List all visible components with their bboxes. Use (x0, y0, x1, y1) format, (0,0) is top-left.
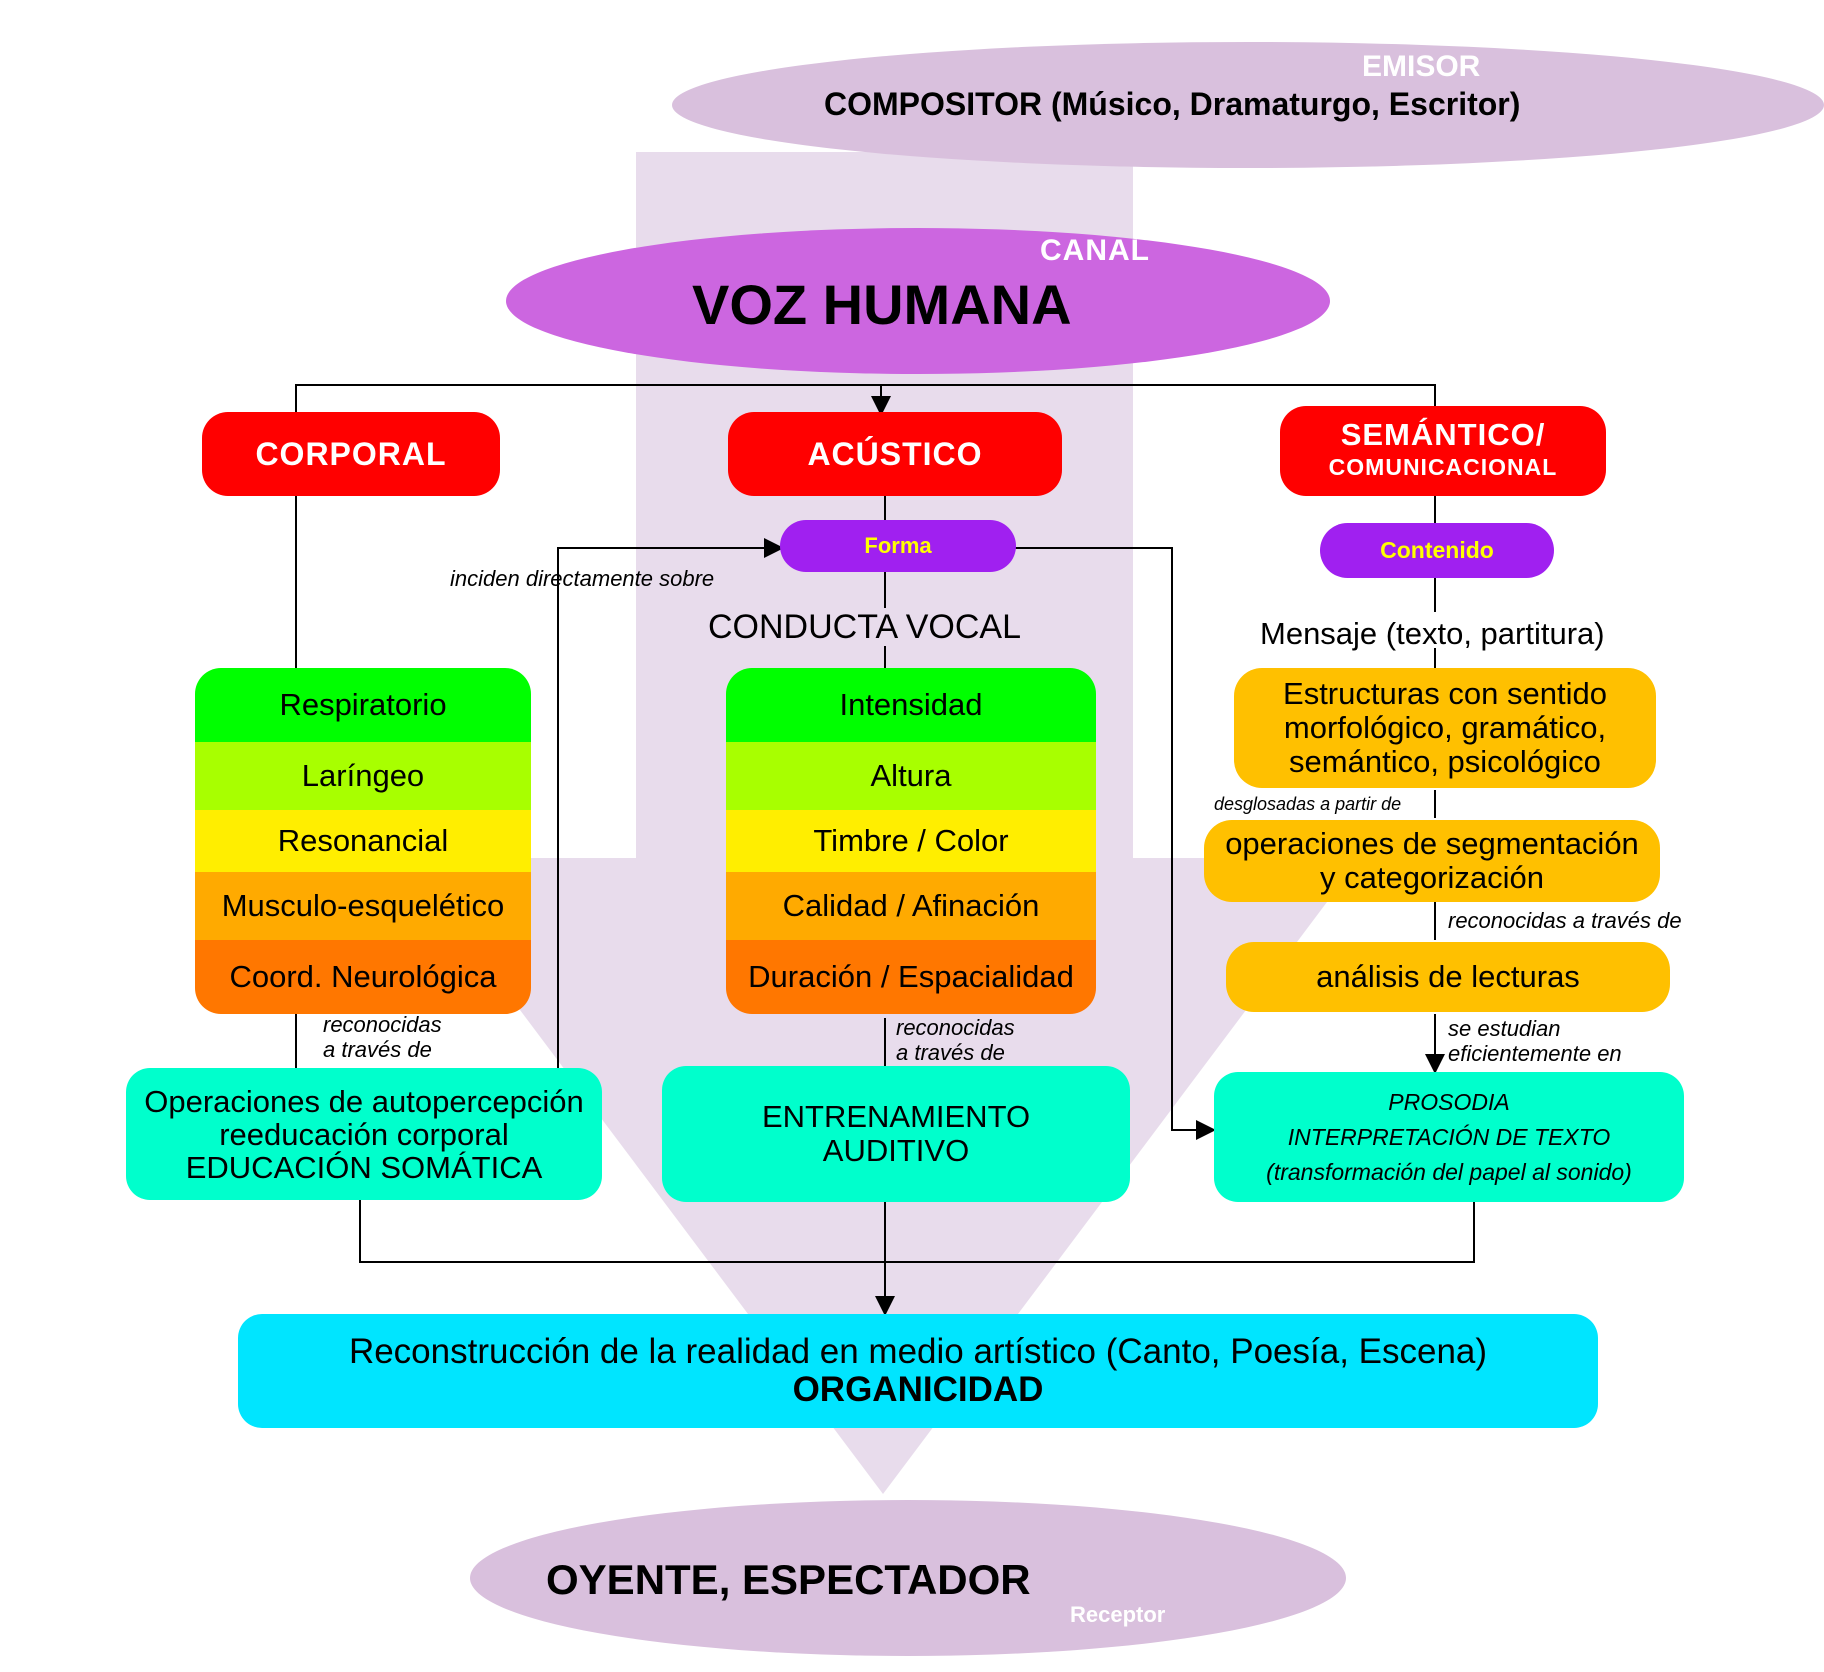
result-box: Reconstrucción de la realidad en medio a… (238, 1314, 1598, 1428)
conducta-vocal-label: CONDUCTA VOCAL (708, 608, 1021, 646)
reconocidas-right-note: reconocidas a través de (1448, 908, 1682, 933)
somatica-line: reeducación corporal (219, 1116, 509, 1152)
prosodia-line: PROSODIA (1388, 1088, 1510, 1115)
corporal-item: Resonancial (195, 810, 531, 872)
estructuras-line: Estructuras con sentido (1283, 676, 1607, 711)
semantico-header-line2: COMUNICACIONAL (1328, 454, 1558, 480)
analisis-box: análisis de lecturas (1226, 942, 1670, 1012)
prosodia-line: (transformación del papel al sonido) (1266, 1158, 1632, 1185)
operaciones-box: operaciones de segmentación y categoriza… (1204, 820, 1660, 902)
corporal-item: Laríngeo (195, 742, 531, 810)
estructuras-line: morfológico, gramático, (1283, 710, 1607, 745)
somatica-box: Operaciones de autopercepción reeducació… (126, 1068, 602, 1200)
desglosadas-note: desglosadas a partir de (1214, 794, 1402, 814)
corporal-stack: Respiratorio Laríngeo Resonancial Muscul… (195, 668, 531, 1014)
semantico-header-line1: SEMÁNTICO/ (1340, 417, 1546, 452)
connector-forma-prosodia (1015, 547, 1216, 1140)
auditivo-line: AUDITIVO (822, 1133, 970, 1168)
acustico-item: Duración / Espacialidad (726, 940, 1096, 1014)
receptor-tag: Receptor (1070, 1602, 1166, 1627)
somatica-line: EDUCACIÓN SOMÁTICA (185, 1149, 543, 1185)
acustico-header: ACÚSTICO (728, 412, 1062, 496)
corporal-item: Musculo-esquelético (195, 872, 531, 940)
acustico-item: Calidad / Afinación (726, 872, 1096, 940)
prosodia-line: INTERPRETACIÓN DE TEXTO (1287, 1123, 1611, 1150)
acustico-item: Intensidad (726, 668, 1096, 742)
result-line2: ORGANICIDAD (792, 1370, 1044, 1409)
estructuras-box: Estructuras con sentido morfológico, gra… (1234, 668, 1656, 788)
contenido-pill: Contenido (1320, 523, 1554, 578)
corporal-item: Coord. Neurológica (195, 940, 531, 1014)
operaciones-line: y categorización (1319, 860, 1544, 895)
reconocidas-left-line: a través de (323, 1037, 432, 1062)
corporal-header: CORPORAL (202, 412, 500, 496)
auditivo-box: ENTRENAMIENTO AUDITIVO (662, 1066, 1130, 1202)
operaciones-line: operaciones de segmentación (1225, 826, 1639, 861)
estructuras-line: semántico, psicológico (1289, 744, 1601, 779)
canal-tag: CANAL (1040, 234, 1150, 267)
acustico-item: Timbre / Color (726, 810, 1096, 872)
prosodia-box: PROSODIA INTERPRETACIÓN DE TEXTO (transf… (1214, 1072, 1684, 1202)
receptor-ellipse (470, 1500, 1346, 1656)
semantico-header: SEMÁNTICO/ COMUNICACIONAL (1280, 406, 1606, 496)
reconocidas-mid-line: reconocidas (896, 1015, 1015, 1040)
se-estudian-note: se estudian eficientemente en (1448, 1016, 1622, 1066)
connector-inciden (557, 538, 784, 1068)
reconocidas-mid-note: reconocidas a través de (896, 1015, 1015, 1065)
canal-ellipse (506, 228, 1330, 374)
forma-pill: Forma (780, 520, 1016, 572)
result-line1: Reconstrucción de la realidad en medio a… (348, 1332, 1488, 1371)
emisor-ellipse (672, 42, 1824, 168)
emisor-tag: EMISOR (1362, 50, 1481, 83)
auditivo-line: ENTRENAMIENTO (761, 1099, 1031, 1134)
canal-title: VOZ HUMANA (692, 273, 1072, 336)
reconocidas-left-line: reconocidas (323, 1012, 442, 1037)
inciden-note: inciden directamente sobre (450, 566, 715, 591)
reconocidas-left-note: reconocidas a través de (323, 1012, 442, 1062)
connector-bottom-bus (359, 1200, 1475, 1263)
se-estudian-line: se estudian (1448, 1016, 1561, 1041)
se-estudian-line: eficientemente en (1448, 1041, 1622, 1066)
acustico-item: Altura (726, 742, 1096, 810)
receptor-title: OYENTE, ESPECTADOR (546, 1556, 1031, 1603)
emisor-title: COMPOSITOR (Músico, Dramaturgo, Escritor… (824, 86, 1521, 122)
mensaje-label: Mensaje (texto, partitura) (1260, 616, 1605, 651)
acustico-stack: Intensidad Altura Timbre / Color Calidad… (726, 668, 1096, 1014)
somatica-line: Operaciones de autopercepción (144, 1083, 584, 1119)
corporal-item: Respiratorio (195, 668, 531, 742)
reconocidas-mid-line: a través de (896, 1040, 1005, 1065)
